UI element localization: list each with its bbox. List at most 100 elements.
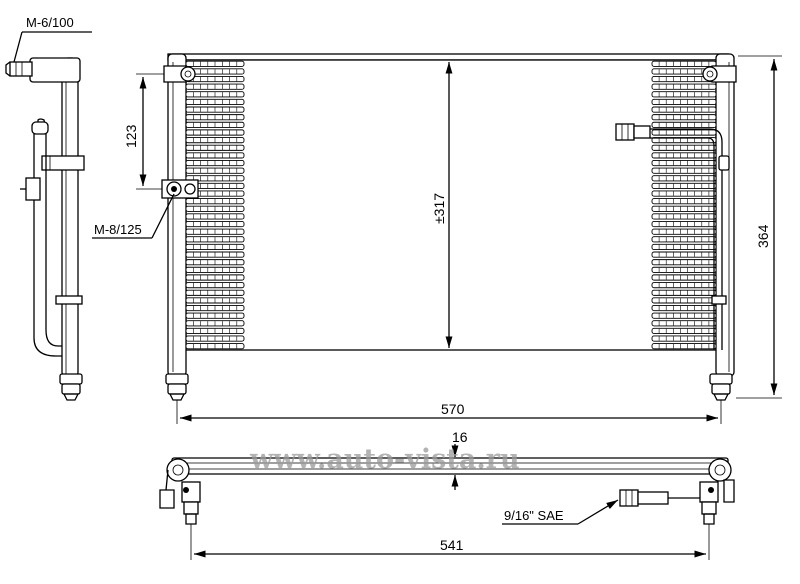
side-view: M-6/100 <box>5 15 92 401</box>
fin-teeth <box>193 176 238 181</box>
fin-row <box>651 297 717 304</box>
fin-teeth <box>658 252 710 257</box>
fin-teeth <box>658 328 710 334</box>
dim-mount-spacing: 541 <box>190 534 710 560</box>
fin-teeth <box>193 321 238 326</box>
fin-teeth <box>658 176 710 181</box>
fin-teeth <box>658 153 710 158</box>
fin-row <box>651 129 717 136</box>
fin-row <box>651 259 717 266</box>
depth-label: 16 <box>452 429 468 445</box>
fin-teeth <box>658 84 710 89</box>
core-height-label: ±317 <box>431 193 447 224</box>
fin-row <box>651 175 717 182</box>
fin-row <box>651 335 717 342</box>
fin-teeth <box>193 282 238 288</box>
fin-teeth <box>658 107 710 112</box>
fin-row <box>651 213 717 220</box>
fin-row <box>651 243 717 251</box>
fin-teeth <box>193 99 238 105</box>
fin-teeth <box>658 92 710 97</box>
fin-teeth <box>193 313 238 318</box>
fin-teeth <box>658 122 710 128</box>
fin-teeth <box>193 328 238 334</box>
fin-teeth <box>193 260 238 265</box>
fin-row <box>651 190 717 197</box>
fin-row <box>651 182 717 189</box>
fin-teeth <box>193 305 238 311</box>
fin-teeth <box>658 298 710 303</box>
fin-teeth <box>658 160 710 166</box>
dim-bracket-spacing: 123 <box>123 73 164 190</box>
fin-row <box>651 327 717 334</box>
fin-teeth <box>658 282 710 288</box>
fin-teeth <box>658 145 710 150</box>
fins-right <box>651 60 717 350</box>
fin-row <box>651 289 717 296</box>
fin-teeth <box>658 137 710 143</box>
fin-teeth <box>658 61 710 66</box>
overall-width-label: 570 <box>441 401 465 417</box>
fin-teeth <box>193 267 238 273</box>
fin-teeth <box>193 229 238 234</box>
fin-teeth <box>193 107 238 112</box>
fin-row <box>651 159 717 167</box>
fin-teeth <box>193 115 238 120</box>
fin-teeth <box>193 237 238 242</box>
fin-teeth <box>193 84 238 89</box>
fin-row <box>651 312 717 319</box>
fin-teeth <box>658 290 710 295</box>
side-thread-label: M-6/100 <box>26 15 74 30</box>
fin-teeth <box>658 183 710 189</box>
fin-row <box>651 343 717 350</box>
fin-row <box>651 167 717 174</box>
fin-row <box>651 282 717 289</box>
fin-teeth <box>193 61 238 66</box>
dim-depth: 16 <box>440 429 470 490</box>
fin-teeth <box>193 275 238 280</box>
fin-teeth <box>658 336 710 341</box>
fin-teeth <box>193 160 238 166</box>
fin-row <box>651 91 717 98</box>
fin-teeth <box>193 153 238 158</box>
dim-overall-height: 364 <box>736 55 782 399</box>
fin-row <box>651 320 717 327</box>
fin-teeth <box>193 137 238 143</box>
fin-teeth <box>658 69 710 74</box>
fin-row <box>651 304 717 312</box>
fin-teeth <box>658 275 710 280</box>
fin-teeth <box>658 168 710 173</box>
fin-row <box>651 121 717 128</box>
fin-teeth <box>193 214 238 219</box>
fin-teeth <box>658 237 710 242</box>
fin-row <box>651 106 717 113</box>
fin-teeth <box>193 168 238 173</box>
fin-row <box>651 83 717 90</box>
inlet-thread-label: M-8/125 <box>94 222 142 237</box>
fin-teeth <box>193 298 238 303</box>
fin-row <box>651 144 717 151</box>
top-view <box>159 457 735 534</box>
fin-teeth <box>658 191 710 196</box>
fin-row <box>651 221 717 228</box>
fin-teeth <box>193 336 238 341</box>
bracket-spacing-label: 123 <box>123 124 139 148</box>
fin-teeth <box>658 313 710 318</box>
fin-teeth <box>193 199 238 204</box>
fin-teeth <box>193 244 238 250</box>
fin-teeth <box>193 122 238 128</box>
fin-row <box>651 274 717 281</box>
watermark: www.auto-vista.ru <box>249 444 520 475</box>
dim-inlet-thread: M-8/125 <box>92 193 175 239</box>
fin-row <box>651 205 717 212</box>
fin-teeth <box>193 92 238 97</box>
fins-left <box>185 60 245 350</box>
fin-row <box>651 228 717 235</box>
dim-core-height: ±317 <box>431 62 453 348</box>
fin-teeth <box>658 344 710 349</box>
overall-height-label: 364 <box>755 224 771 248</box>
fin-teeth <box>658 321 710 326</box>
fin-row <box>651 114 717 121</box>
dim-outlet-thread: 9/16" SAE <box>502 499 619 525</box>
